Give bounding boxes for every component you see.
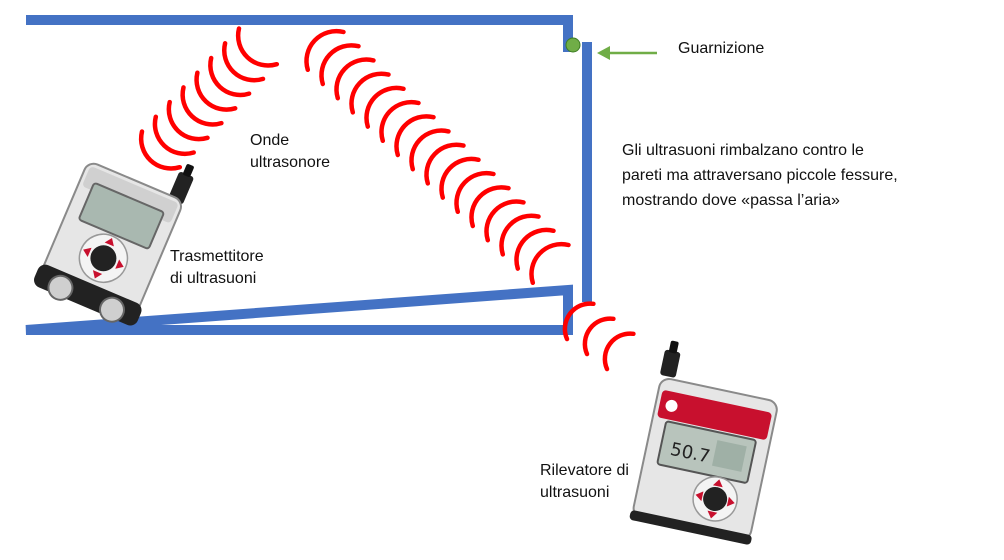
wave-band-1-arc [152,114,196,157]
transmitter-probe [168,171,194,204]
wave-band-1-arc [222,41,266,83]
wave-band-2-arc [439,156,481,200]
wave-band-1-arc [166,99,210,142]
transmitter-knob [90,245,117,272]
wave-band-1-arc [138,129,183,171]
wave-band-2-arc [319,43,361,87]
wave-band-1-arc [235,26,280,68]
wave-band-2-arc [409,128,451,172]
wave-band-2-arc [469,185,511,229]
receiver-knob [703,486,728,511]
wave-band-2-arc [349,71,391,115]
wave-band-3-arc [562,301,596,342]
transmitter-label: Trasmettitore di ultrasuoni [170,248,264,287]
gasket-icon [565,37,581,53]
wave-band-2-arc [304,28,346,73]
wave-band-2-arc [364,85,406,129]
wave-band-2-arc [379,99,421,144]
wave-band-1-arc [208,55,252,98]
receiver-label: Rilevatore di ultrasuoni [540,462,629,501]
wave-band-2-arc [424,142,466,186]
transmitter-device [34,162,194,326]
gasket-arrow-head [597,46,610,60]
wave-band-2-arc [484,199,526,243]
transmitter-emitter-right [98,296,125,323]
wave-band-2-arc [334,57,376,101]
wave-band-2-arc [514,227,556,271]
transmitter-screen [78,182,165,250]
gasket-label: Guarnizione [678,40,765,57]
receiver-device: 50.7 [629,340,778,545]
ultrasonic-waves [138,26,636,372]
wave-band-2-arc [454,170,496,215]
wave-band-1-arc [180,85,224,127]
explanation-text: Gli ultrasuoni rimbalzano contro le pare… [622,142,898,209]
wave-band-2-arc [499,213,541,257]
wave-band-2-arc [529,241,571,286]
receiver-probe [660,349,681,378]
wave-band-1-arc [194,70,238,112]
wave-band-2-arc [394,114,436,158]
wave-band-3-arc [602,331,636,372]
wave-band-3-arc [582,316,616,357]
waves-label: Onde ultrasonore [250,132,331,171]
transmitter-emitter-left [47,274,74,301]
